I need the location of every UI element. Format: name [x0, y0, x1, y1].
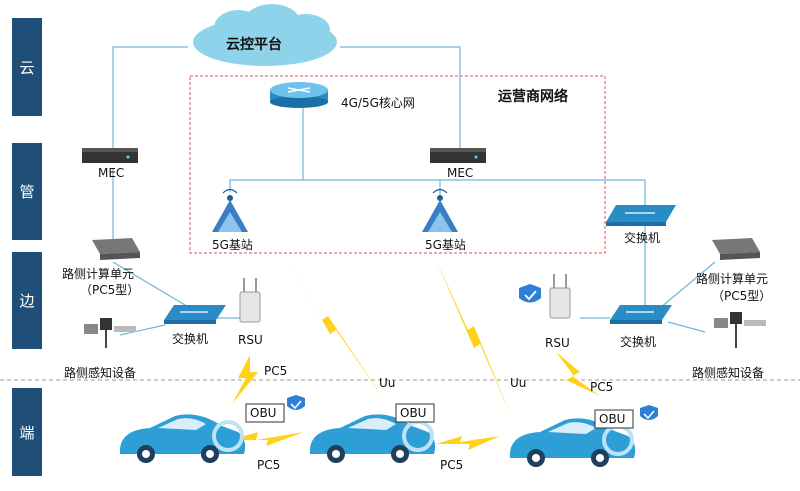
sensor-icon: [84, 318, 136, 348]
sensor-icon: [714, 312, 766, 348]
core-network-label: 4G/5G核心网: [341, 96, 415, 110]
obu-box: [395, 403, 435, 423]
switch-label: 交换机: [172, 332, 209, 346]
operator-network-label: 运营商网络: [498, 89, 568, 105]
base-station-label: 5G基站: [212, 238, 253, 252]
base-station-label: 5G基站: [425, 238, 466, 252]
base-station-icon: [422, 188, 458, 232]
mec-label: MEC: [98, 166, 125, 180]
operator-network-frame: [189, 75, 606, 254]
switch-icon: [164, 305, 226, 324]
cloud-platform-label: 云控平台: [226, 37, 282, 53]
rsu-icon: [239, 278, 261, 323]
lightning-icon: [230, 432, 304, 446]
roadside-compute-type-label: （PC5型）: [712, 289, 772, 303]
car-icon: [309, 414, 436, 463]
mec-server-icon: [430, 148, 486, 163]
roadside-sensor-label: 路侧感知设备: [64, 366, 137, 380]
rsu-icon: [549, 274, 571, 319]
roadside-compute-label: 路侧计算单元: [62, 267, 135, 281]
pc5-label: PC5: [590, 380, 614, 394]
lightning-icon: [232, 355, 258, 404]
base-station-icon: [212, 188, 248, 232]
pc5-label: PC5: [264, 364, 288, 378]
pc5-label: PC5: [257, 458, 281, 472]
switch-icon: [606, 205, 676, 226]
compute-unit-icon: [712, 238, 760, 260]
roadside-compute-label: 路侧计算单元: [696, 272, 769, 286]
shield-icon: [519, 284, 541, 303]
switch-icon: [610, 305, 672, 324]
mec-server-icon: [82, 148, 138, 163]
roadside-compute-type-label: （PC5型）: [80, 283, 140, 297]
obu-label: OBU: [250, 406, 277, 420]
obu-label: OBU: [599, 412, 626, 426]
rsu-label: RSU: [545, 336, 570, 350]
uu-label: Uu: [510, 376, 527, 390]
pc5-label: PC5: [440, 458, 464, 472]
switch-label: 交换机: [624, 231, 661, 245]
rsu-label: RSU: [238, 333, 263, 347]
obu-box: [594, 409, 634, 429]
connection-lines: [112, 46, 716, 336]
switch-label: 交换机: [620, 335, 657, 349]
lightning-icon: [556, 352, 600, 396]
layer-cloud: 云: [12, 18, 42, 116]
router-icon: [270, 82, 328, 108]
lightning-icon: [436, 436, 500, 450]
obu-box: [245, 403, 285, 423]
lightning-icon: [436, 260, 512, 418]
car-icon: [119, 414, 246, 463]
compute-unit-icon: [92, 238, 140, 260]
layer-terminal: 端: [12, 388, 42, 476]
shield-icon: [640, 405, 658, 420]
cloud-icon: [193, 4, 337, 66]
layer-edge: 边: [12, 252, 42, 349]
shield-icon: [287, 395, 305, 410]
layer-pipe: 管: [12, 143, 42, 240]
roadside-sensor-label: 路侧感知设备: [692, 366, 765, 380]
uu-label: Uu: [379, 376, 396, 390]
obu-label: OBU: [400, 406, 427, 420]
mec-label: MEC: [447, 166, 474, 180]
